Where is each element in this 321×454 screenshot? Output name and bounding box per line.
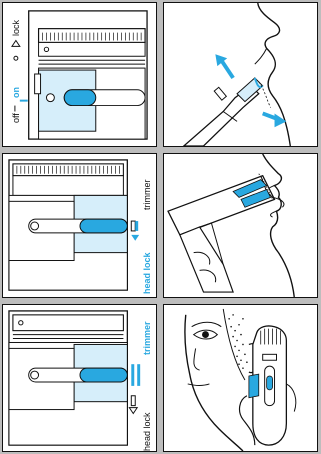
panel-face-shave-chin (163, 2, 318, 147)
head-lock-label: head lock (142, 252, 152, 294)
shaver-trimmer-diagram (8, 159, 140, 291)
lock-label: lock (11, 19, 21, 36)
shaving-chin-illustration (182, 3, 291, 146)
panel-face-trim-lip (163, 153, 318, 298)
off-label: off (11, 113, 21, 123)
panel-trimmer-mode: trimmer head lock (2, 153, 157, 298)
on-label: on (11, 87, 21, 98)
trimming-lip-illustration (167, 154, 295, 297)
panel-head-lock-mode: trimmer head lock (2, 304, 157, 452)
shaver-switch-on-diagram (11, 10, 148, 140)
head-lock-label: head lock (142, 412, 152, 451)
shaver-head-lock-diagram (8, 310, 141, 446)
trimmer-label: trimmer (142, 321, 152, 355)
panel-face-trim-sideburn (163, 304, 318, 452)
blue-arrow-down-right-icon (261, 111, 287, 128)
panel-switch-on: off on lock (2, 2, 157, 147)
blue-arrow-up-icon (215, 54, 235, 80)
trimmer-label: trimmer (142, 179, 152, 211)
trimming-sideburn-illustration (184, 308, 297, 451)
